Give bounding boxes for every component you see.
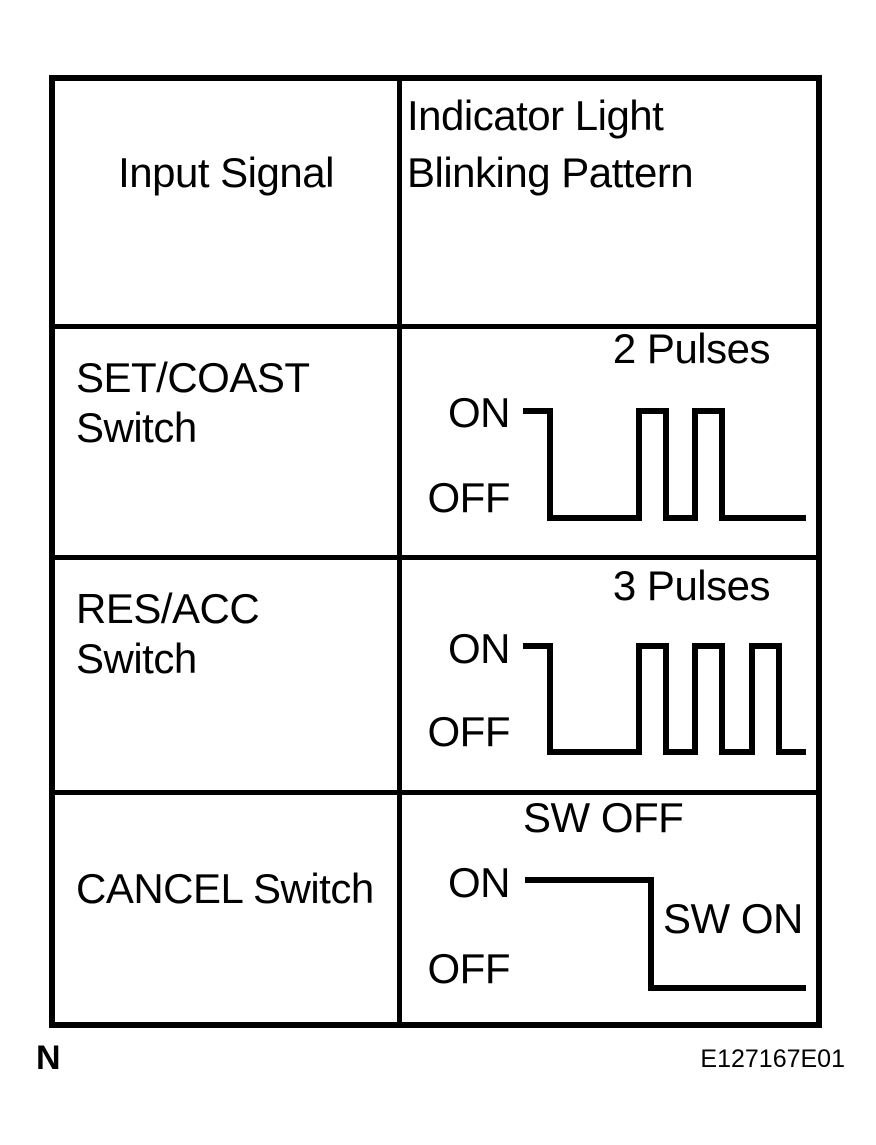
- signal-label-line1: CANCEL Switch: [76, 865, 374, 912]
- signal-label: CANCEL Switch: [55, 795, 397, 914]
- signal-label-line1: RES/ACC: [76, 585, 260, 632]
- waveform-2-pulses: [523, 408, 806, 521]
- signal-label: SET/COAST Switch: [55, 329, 397, 453]
- table-row-res-acc: RES/ACC Switch 3 Pulses ON OFF: [55, 560, 816, 795]
- on-level-label: ON: [448, 859, 511, 906]
- table-row-set-coast: SET/COAST Switch 2 Pulses ON OFF: [55, 325, 816, 560]
- signal-label-line2: Switch: [76, 635, 197, 682]
- pulse-count-label: 3 Pulses: [612, 562, 771, 609]
- waveform-3-pulses: [523, 643, 806, 755]
- sw-on-label: SW ON: [663, 895, 803, 942]
- pulse-count-label: 2 Pulses: [612, 325, 771, 372]
- off-level-label: OFF: [427, 945, 511, 992]
- signal-cell-res-acc: RES/ACC Switch: [55, 560, 402, 790]
- on-level-label: ON: [448, 389, 511, 436]
- pattern-cell-res-acc: 3 Pulses ON OFF: [402, 560, 816, 790]
- pattern-cell-cancel: SW OFF SW ON ON OFF: [402, 795, 816, 1022]
- waveform-step-down: [525, 877, 806, 991]
- signal-cell-set-coast: SET/COAST Switch: [55, 329, 402, 555]
- sw-off-label: SW OFF: [523, 794, 684, 841]
- signal-cell-cancel: CANCEL Switch: [55, 795, 402, 1022]
- off-level-label: OFF: [427, 708, 511, 755]
- header-input-signal: Input Signal: [55, 81, 402, 324]
- signal-label-line2: Switch: [76, 404, 197, 451]
- signal-label: RES/ACC Switch: [55, 560, 397, 684]
- on-level-label: ON: [448, 625, 511, 672]
- table-header-row: Input Signal Indicator Light Blinking Pa…: [55, 81, 816, 329]
- signal-label-line1: SET/COAST: [76, 354, 310, 401]
- figure-code: E127167E01: [700, 1045, 845, 1073]
- signal-pattern-table: Input Signal Indicator Light Blinking Pa…: [49, 75, 822, 1028]
- note-marker: N: [36, 1039, 61, 1077]
- table-row-cancel: CANCEL Switch SW OFF SW ON ON OFF: [55, 795, 816, 1022]
- header-blinking-pattern: Indicator Light Blinking Pattern: [407, 92, 694, 196]
- off-level-label: OFF: [427, 474, 511, 521]
- pattern-cell-set-coast: 2 Pulses ON OFF: [402, 325, 816, 555]
